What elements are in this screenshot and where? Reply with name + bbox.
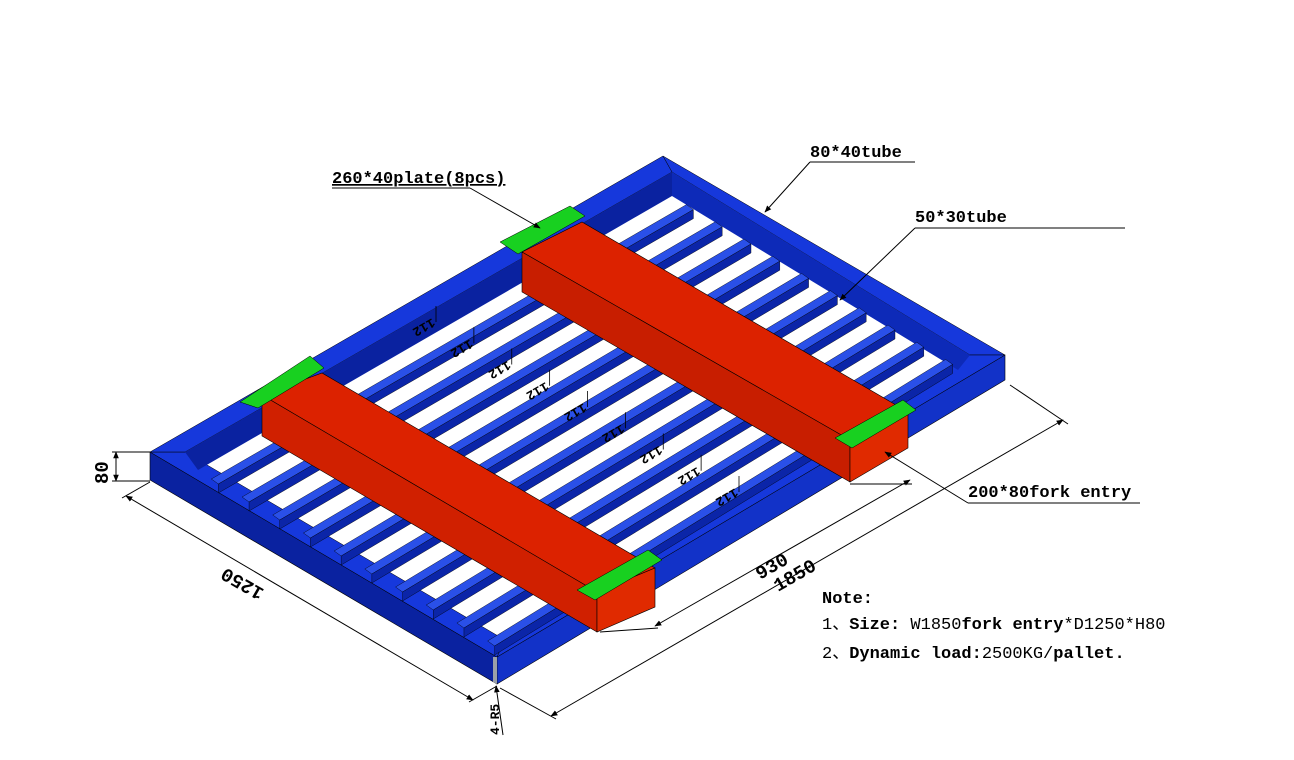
depth-dim-line (125, 495, 474, 701)
width-ext-left (499, 687, 557, 720)
fork-entry-label: 200*80fork entry (968, 484, 1131, 503)
radius-leader (494, 685, 504, 736)
note-line-1: 1、Size: W1850fork entry*D1250*H80 (822, 616, 1166, 635)
plate-leader-arrow (469, 187, 541, 229)
note-block: Note: 1、Size: W1850fork entry*D1250*H80 … (822, 590, 1166, 664)
depth-ext-left (121, 481, 151, 499)
note-2-slash: / (1043, 645, 1053, 664)
note-1-fork: fork entry (961, 616, 1063, 635)
plate (499, 205, 586, 255)
note-1-rest: *D1250*H80 (1063, 616, 1165, 635)
note-2-unit: pallet. (1053, 645, 1124, 664)
note-1-size: Size: (849, 616, 910, 635)
height-dim-label: 80 (92, 461, 114, 484)
note-1-prefix: 1、 (822, 616, 849, 635)
radius-label: 4-R5 (488, 704, 503, 735)
outer-tube-leader-arrow (764, 161, 811, 213)
inner-tube-leader-arrow (839, 227, 916, 301)
span-dim-line (654, 479, 911, 627)
depth-ext-right (468, 685, 498, 703)
width-ext-right (1009, 384, 1069, 425)
note-1-w: W1850 (910, 616, 961, 635)
note-2-value: 2500KG (982, 645, 1043, 664)
note-title: Note: (822, 590, 873, 609)
outer-tube-label: 80*40tube (810, 144, 902, 163)
inner-tube-label: 50*30tube (915, 209, 1007, 228)
note-line-2: 2、Dynamic load:2500KG/pallet. (822, 645, 1125, 664)
frame-inner-back-wall (672, 172, 970, 370)
span-ext-left (599, 627, 659, 633)
plate-label: 260*40plate(8pcs) (332, 170, 505, 189)
dimension-lines (112, 384, 1069, 736)
plate (239, 355, 325, 409)
note-2-load: Dynamic load: (849, 645, 982, 664)
depth-dim-label: 1250 (218, 562, 268, 604)
frame-corner (493, 657, 497, 684)
fork-leader-arrow (884, 451, 969, 504)
note-2-prefix: 2、 (822, 645, 849, 664)
